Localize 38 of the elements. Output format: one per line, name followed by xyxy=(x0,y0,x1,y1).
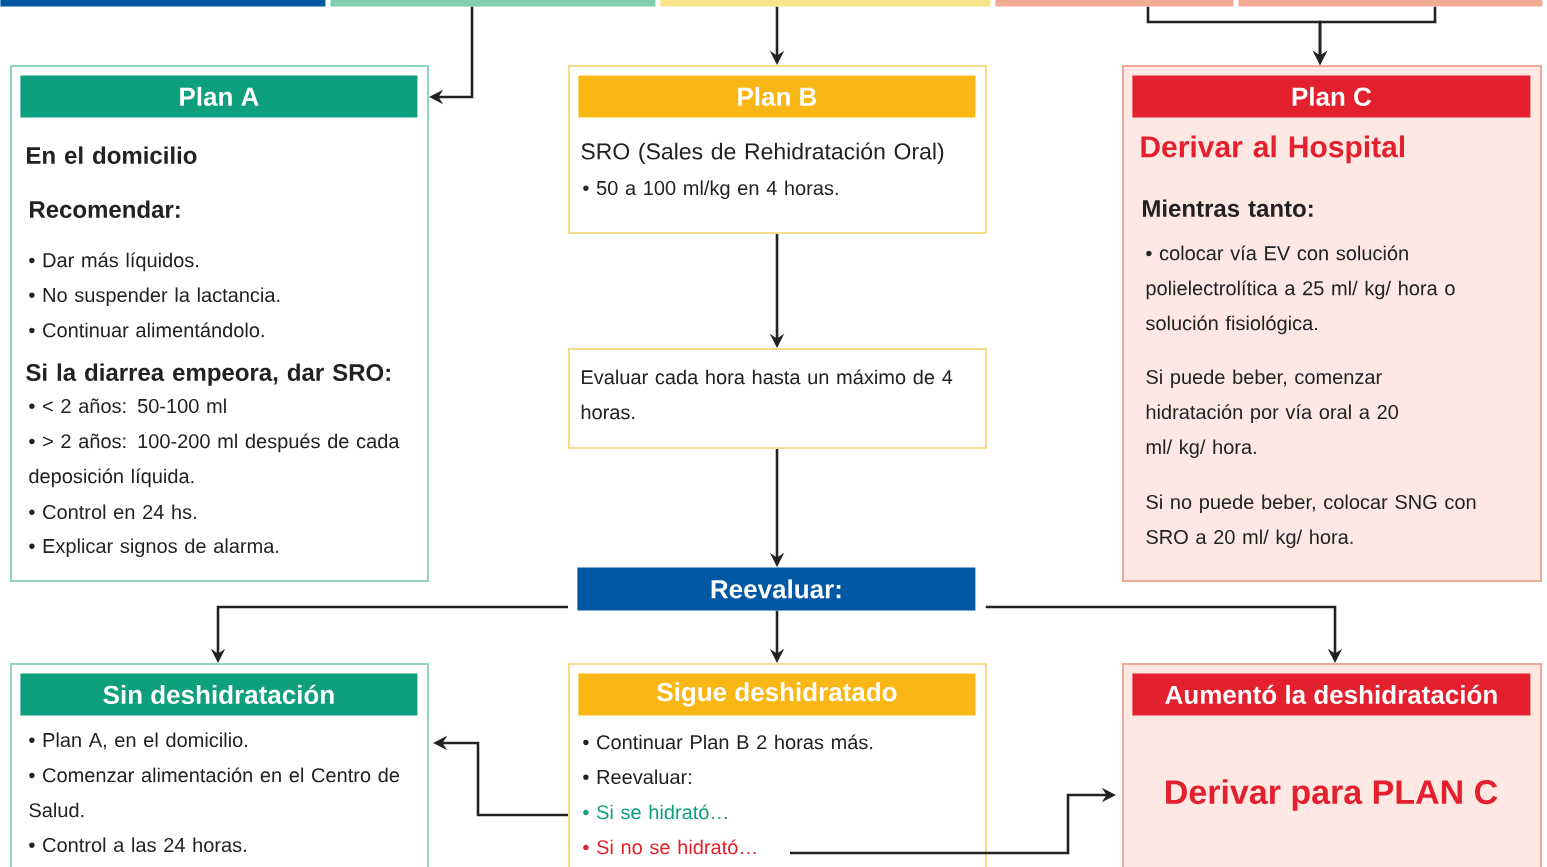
paragraph: Si puede beber, comenzar hidratación por vía oral a 20 ml/ kg/ hora. xyxy=(1146,369,1399,459)
color-bar xyxy=(330,0,656,7)
header-band: Plan A xyxy=(20,75,418,118)
bullet-item: • Comenzar alimentación en el Centro de Salud. xyxy=(29,767,400,818)
bullet-item: • > 2 años: 100-200 ml después de cada deposición líquida. xyxy=(29,433,400,488)
bullet-item: • Si no se hidrató… xyxy=(583,839,756,855)
bullet-item: • Control a las 24 horas. xyxy=(29,837,246,853)
bullet-item: • No suspender la lactancia. xyxy=(29,287,280,307)
heading: Derivar para PLAN C xyxy=(1166,779,1498,811)
header-band: Plan B xyxy=(578,75,976,118)
bullet-item: • Continuar alimentándolo. xyxy=(29,322,264,338)
heading: Si la diarrea empeora, dar SRO: xyxy=(26,363,390,386)
header-band: Sigue deshidratado xyxy=(578,673,976,716)
paragraph: Evaluar cada hora hasta un máximo de 4 horas. xyxy=(581,369,953,420)
paragraph: • colocar vía EV con solución polielectrolítica a 25 ml/ kg/ hora o solución fisiológica. xyxy=(1145,245,1455,335)
header-band: Reevaluar: xyxy=(577,567,976,611)
heading: Recomendar: xyxy=(30,200,180,218)
bullet-item: • 50 a 100 ml/kg en 4 horas. xyxy=(583,180,838,200)
paragraph: Si no puede beber, colocar SNG con SRO a 20 ml/ kg/ hora. xyxy=(1146,494,1476,549)
bullet-item: • Reevaluar: xyxy=(583,769,691,785)
bullet-item: • Dar más líquidos. xyxy=(29,252,199,272)
color-bar xyxy=(1238,0,1543,7)
color-bar xyxy=(0,0,326,7)
header-band: Sin deshidratación xyxy=(20,673,418,716)
header-band: Aumentó la deshidratación xyxy=(1132,673,1531,716)
heading: SRO (Sales de Rehidratación Oral) xyxy=(581,142,944,165)
bullet-item: • Plan A, en el domicilio. xyxy=(29,732,247,750)
bullet-item: • Continuar Plan B 2 horas más. xyxy=(583,734,873,750)
heading: Mientras tanto: xyxy=(1143,199,1313,217)
bullet-item: • Explicar signos de alarma. xyxy=(29,538,279,558)
bullet-item: • Si se hidrató… xyxy=(583,804,727,820)
header-band: Plan C xyxy=(1132,75,1531,118)
heading: Derivar al Hospital xyxy=(1141,135,1404,164)
heading: En el domicilio xyxy=(27,146,197,164)
bullet-item: • < 2 años: 50-100 ml xyxy=(29,398,226,414)
bullet-item: • Control en 24 hs. xyxy=(29,504,196,520)
color-bar xyxy=(660,0,991,7)
color-bar xyxy=(995,0,1234,7)
